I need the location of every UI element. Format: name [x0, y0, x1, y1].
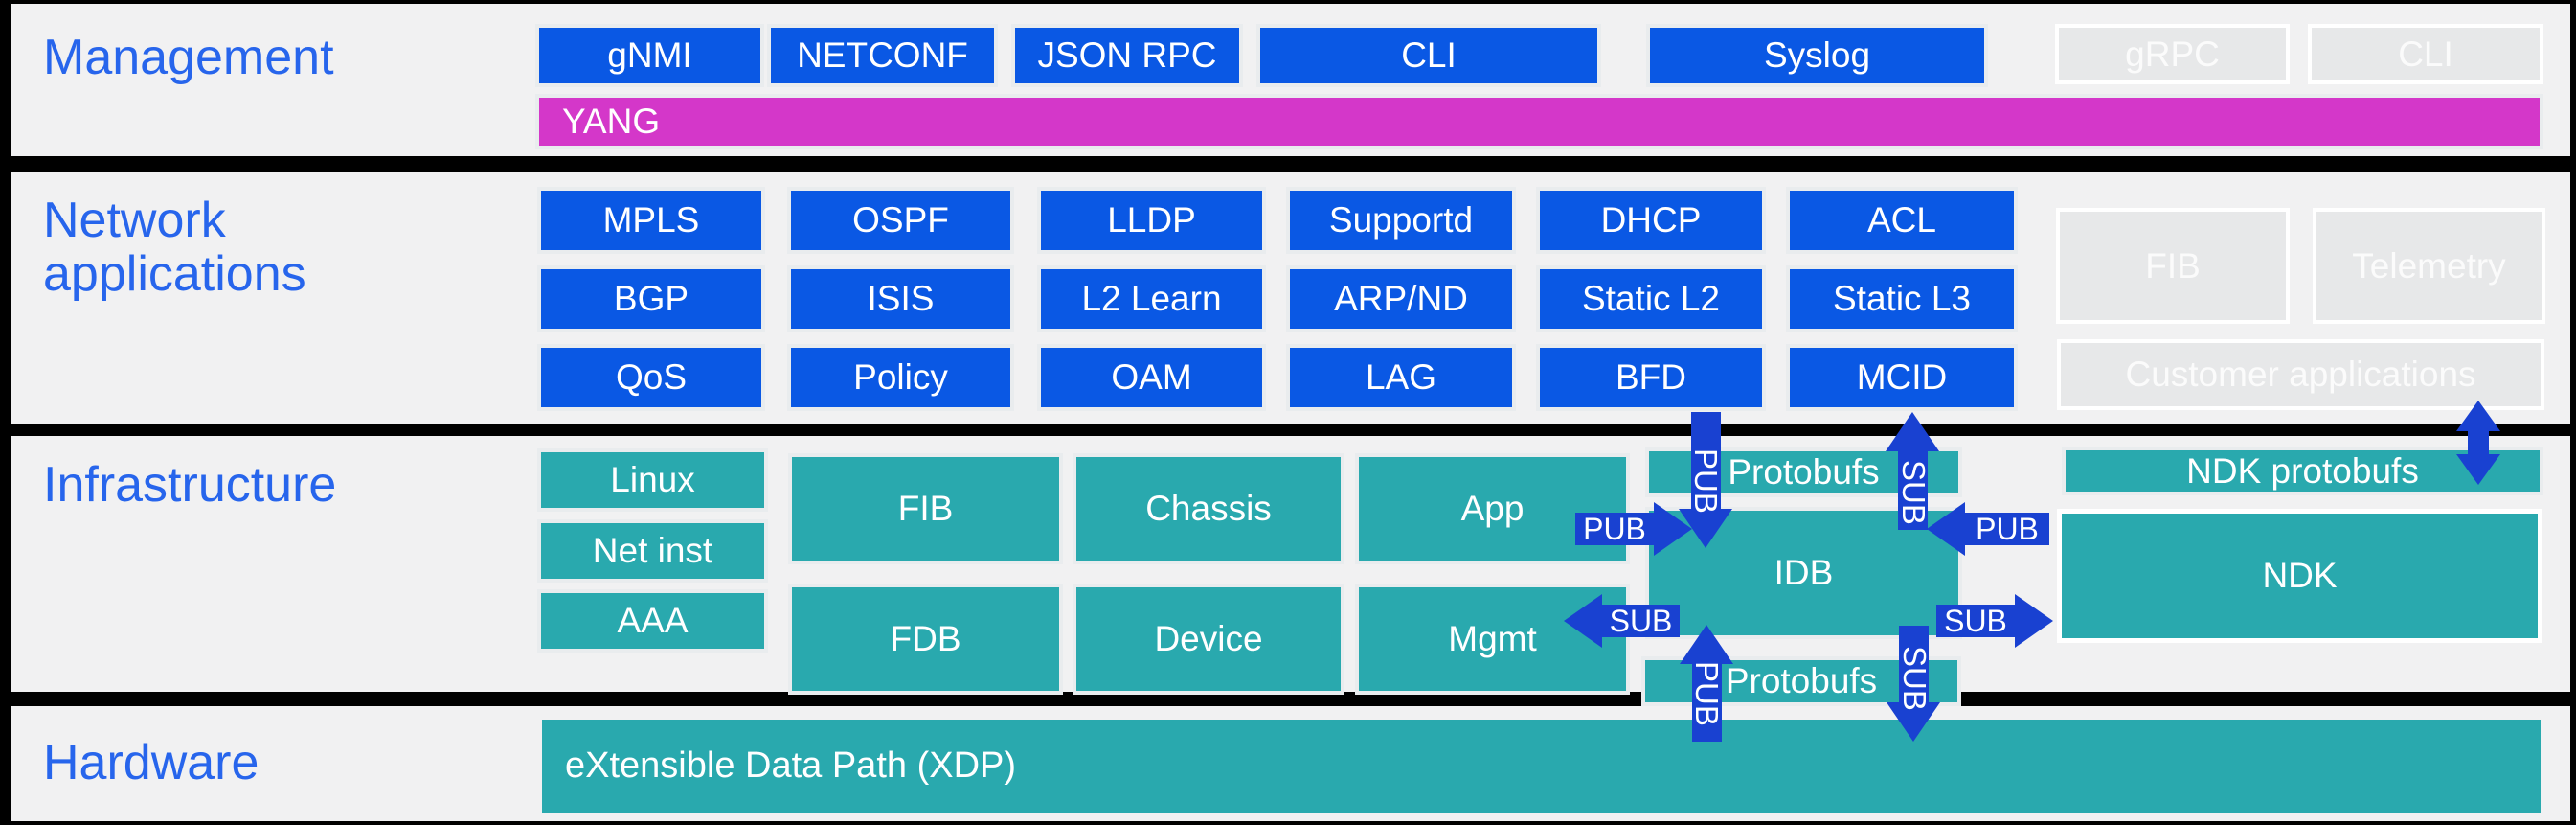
box-netconf: NETCONF	[771, 28, 994, 83]
arrow-mcid-pub-shaft	[1691, 412, 1721, 510]
box-mpls: MPLS	[541, 191, 761, 250]
box-lldp: LLDP	[1041, 191, 1262, 250]
box-gnmi: gNMI	[539, 28, 760, 83]
box-chassis: Chassis	[1076, 457, 1341, 561]
yang-bar: YANG	[539, 98, 2540, 146]
box-telemetry-disabled: Telemetry	[2316, 212, 2542, 320]
arrow-mcid-sub-head-icon	[1886, 412, 1939, 451]
arrow-mcid-pub-label: PUB	[1688, 448, 1724, 514]
box-acl: ACL	[1790, 191, 2014, 250]
box-bfd: BFD	[1540, 348, 1762, 407]
arrow-xdp-pub-label: PUB	[1689, 661, 1725, 726]
box-ospf: OSPF	[791, 191, 1010, 250]
box-dhcp: DHCP	[1540, 191, 1762, 250]
box-json-rpc: JSON RPC	[1015, 28, 1239, 83]
arrow-mcid-pub-head-icon	[1679, 509, 1732, 548]
box-policy: Policy	[791, 348, 1010, 407]
box-cli-disabled: CLI	[2312, 28, 2540, 80]
box-cli: CLI	[1260, 28, 1597, 83]
box-fdb: FDB	[792, 587, 1059, 691]
arrow-idb-to-ndk-label: SUB	[1936, 604, 2015, 638]
box-qos: QoS	[541, 348, 761, 407]
arrow-customer-ndk-down-head-icon	[2456, 454, 2500, 485]
arrow-xdp-pub-head-icon	[1680, 625, 1733, 664]
box-oam: OAM	[1041, 348, 1262, 407]
arrow-ndk-to-idb-label: PUB	[1965, 512, 2049, 546]
box-grpc-disabled: gRPC	[2059, 28, 2286, 80]
box-arp-nd: ARP/ND	[1290, 269, 1512, 329]
box-infra-fib: FIB	[792, 457, 1059, 561]
management-title: Management	[43, 30, 334, 85]
box-customer-applications-disabled: Customer applications	[2061, 343, 2541, 406]
box-device: Device	[1076, 587, 1341, 691]
network-applications-title-line1: Network	[43, 193, 226, 248]
box-syslog: Syslog	[1650, 28, 1984, 83]
box-bgp: BGP	[541, 269, 761, 329]
box-fib-disabled: FIB	[2060, 212, 2286, 320]
network-applications-title: Network applications	[43, 194, 306, 301]
box-supportd: Supportd	[1290, 191, 1512, 250]
arrow-idb-to-ndk-head-icon	[2015, 594, 2053, 648]
box-isis: ISIS	[791, 269, 1010, 329]
box-static-l2: Static L2	[1540, 269, 1762, 329]
box-linux: Linux	[541, 452, 764, 508]
arrow-mcid-sub-shaft	[1898, 450, 1928, 530]
arrow-xdp-sub-shaft	[1899, 626, 1929, 703]
arrow-customer-ndk-up-head-icon	[2456, 401, 2500, 431]
xdp-bar: eXtensible Data Path (XDP)	[542, 720, 2541, 813]
network-applications-title-line2: applications	[43, 246, 306, 302]
box-mcid: MCID	[1790, 348, 2014, 407]
ndk-box: NDK	[2062, 514, 2538, 638]
box-net-inst: Net inst	[541, 523, 764, 579]
box-lag: LAG	[1290, 348, 1512, 407]
box-aaa: AAA	[541, 593, 764, 649]
box-static-l3: Static L3	[1790, 269, 2014, 329]
arrow-xdp-sub-label: SUB	[1897, 646, 1932, 711]
arrow-ndk-to-idb-head-icon	[1927, 502, 1965, 556]
arrow-idb-to-mgmt-head-icon	[1564, 594, 1602, 648]
hardware-title: Hardware	[43, 735, 260, 791]
box-l2-learn: L2 Learn	[1041, 269, 1262, 329]
arrow-mcid-sub-label: SUB	[1896, 460, 1932, 525]
arrow-xdp-sub-head-icon	[1887, 702, 1940, 742]
arrow-customer-ndk-shaft	[2468, 427, 2489, 458]
infrastructure-title: Infrastructure	[43, 457, 337, 513]
arrow-xdp-pub-shaft	[1692, 663, 1722, 742]
arrow-app-to-idb-label: PUB	[1575, 512, 1654, 546]
arrow-idb-to-mgmt-label: SUB	[1602, 604, 1680, 638]
